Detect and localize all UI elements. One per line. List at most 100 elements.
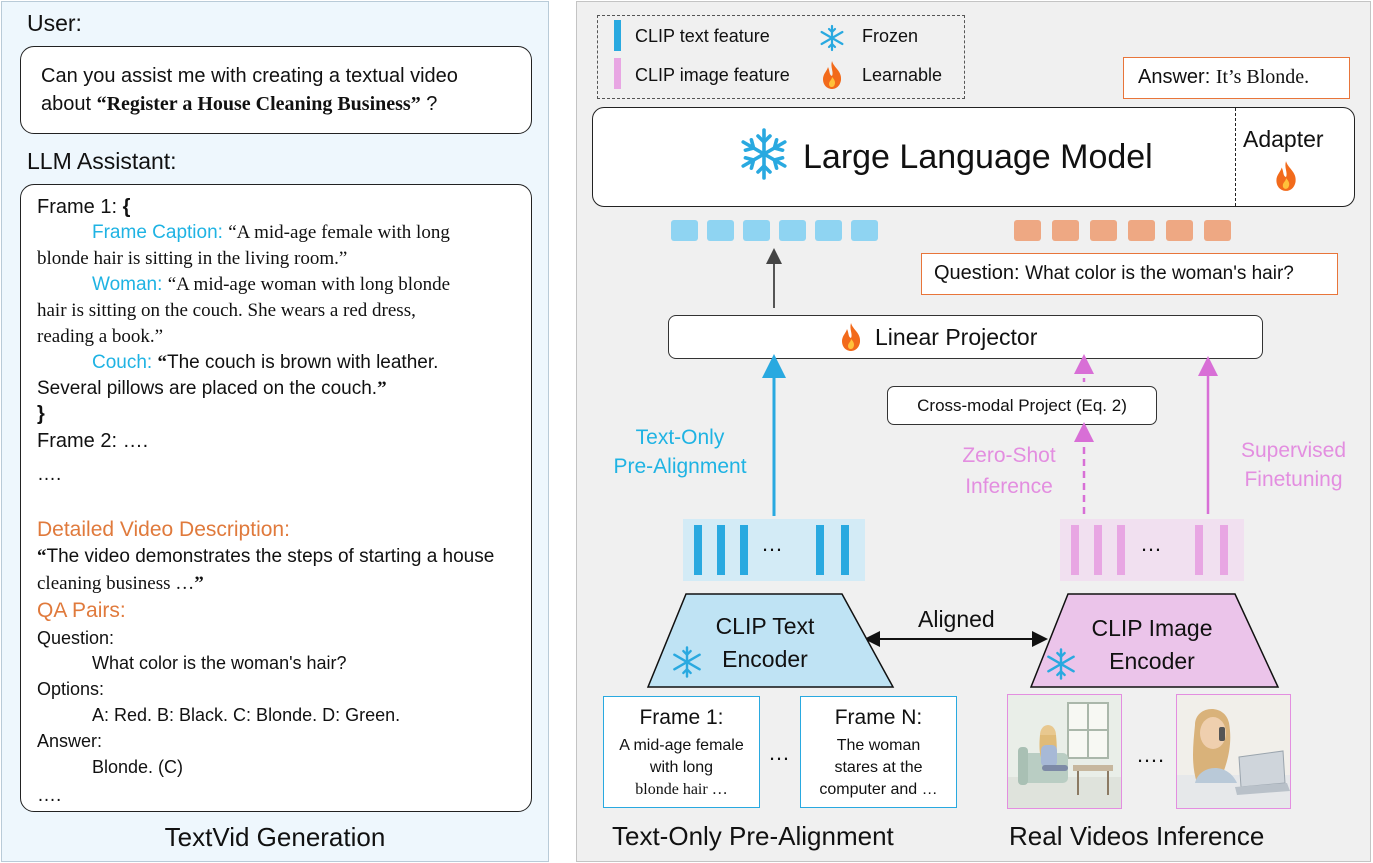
video-frame-1-image	[1007, 694, 1122, 809]
real-videos-footer: Real Videos Inference	[1009, 821, 1265, 851]
frame1-header: Frame 1: {	[37, 196, 131, 218]
assistant-label: LLM Assistant:	[27, 148, 177, 174]
text-token	[851, 220, 878, 241]
frames-ellipsis: …	[768, 740, 790, 765]
woman-line3: reading a book.”	[37, 326, 164, 347]
flame-icon	[1276, 161, 1296, 191]
text-token	[779, 220, 806, 241]
question-token	[1090, 220, 1117, 241]
left-footer-title: TextVid Generation	[164, 822, 386, 852]
image-feature-swatch	[614, 58, 621, 89]
clip-image-feature-strip: …	[1060, 519, 1244, 581]
textvid-generation-panel: User: Can you assist me with creating a …	[1, 1, 549, 862]
image-feature-bar	[1195, 525, 1203, 575]
image-feature-bar	[1117, 525, 1125, 575]
snowflake-icon	[673, 646, 701, 678]
text-feature-bar	[816, 525, 824, 575]
clip-image-encoder-shape	[1029, 593, 1280, 688]
adapter-divider	[1235, 108, 1236, 206]
text-feature-swatch	[614, 20, 621, 51]
woman-line1: Woman: “A mid-age woman with long blonde	[92, 274, 450, 295]
snowflake-icon	[741, 128, 787, 180]
text-feature-bar	[740, 525, 748, 575]
user-message-box: Can you assist me with creating a textua…	[20, 46, 532, 134]
ellipsis-line: ….	[37, 464, 62, 485]
user-message-line1: Can you assist me with creating a textua…	[41, 65, 458, 87]
options-label: Options:	[37, 679, 105, 699]
ellipsis-line-end: ….	[37, 785, 62, 806]
legend-frozen: Frozen	[862, 26, 919, 46]
question-box: Question: What color is the woman's hair…	[921, 253, 1338, 295]
linear-projector-box: Linear Projector	[668, 315, 1263, 359]
frame2-header: Frame 2: ….	[37, 430, 149, 452]
text-feature-bar	[694, 525, 702, 575]
clip-text-feature-strip: …	[683, 519, 865, 581]
cross-modal-label: Cross-modal Project (Eq. 2)	[917, 396, 1127, 415]
description-line1: “The video demonstrates the steps of sta…	[37, 546, 495, 567]
clip-text-encoder-shape	[646, 593, 895, 688]
couch-line1: Couch: “The couch is brown with leather.	[92, 352, 439, 373]
text-only-footer: Text-Only Pre-Alignment	[612, 821, 894, 851]
feature-ellipsis: …	[761, 531, 783, 556]
couch-line2: Several pillows are placed on the couch.…	[37, 378, 387, 399]
answer-text: Blonde. (C)	[92, 757, 184, 777]
living-room-illustration	[1008, 695, 1121, 808]
woman-laptop-illustration	[1177, 695, 1290, 808]
snowflake-icon	[820, 24, 844, 52]
question-label: Question:	[37, 628, 115, 648]
user-label: User:	[27, 10, 82, 36]
snowflake-icon	[1047, 648, 1075, 680]
question-text: What color is the woman's hair?	[92, 653, 347, 673]
text-token	[815, 220, 842, 241]
video-frame-n-image	[1176, 694, 1291, 809]
user-message-line2: about “Register a House Cleaning Busines…	[41, 93, 438, 115]
frame-caption-line2: blonde hair is sitting in the living roo…	[37, 248, 348, 269]
question-token	[1166, 220, 1193, 241]
images-ellipsis: ….	[1136, 742, 1165, 767]
legend-learnable: Learnable	[862, 65, 943, 85]
image-feature-bar	[1220, 525, 1228, 575]
legend-text-feature: CLIP text feature	[635, 26, 770, 46]
description-line2: cleaning business …”	[37, 573, 204, 594]
frame1-close-brace: }	[37, 403, 45, 425]
answer-output: Answer: It’s Blonde.	[1138, 66, 1310, 88]
detailed-description-label: Detailed Video Description:	[37, 518, 290, 541]
image-feature-bar	[1071, 525, 1079, 575]
text-token	[671, 220, 698, 241]
answer-label: Answer:	[37, 731, 103, 751]
large-language-model-box: Large Language Model Adapter	[592, 107, 1355, 207]
linear-projector-label: Linear Projector	[875, 324, 1038, 350]
flame-icon	[842, 323, 861, 351]
cross-modal-project-box: Cross-modal Project (Eq. 2)	[887, 386, 1157, 425]
question-token	[1128, 220, 1155, 241]
text-feature-bar	[717, 525, 725, 575]
text-token	[743, 220, 770, 241]
aligned-label: Aligned	[918, 606, 995, 632]
flame-icon	[823, 61, 842, 89]
legend-image-feature: CLIP image feature	[635, 65, 790, 85]
question-token	[1204, 220, 1231, 241]
frame-n-title: Frame N:	[834, 706, 923, 729]
text-token	[707, 220, 734, 241]
adapter-label: Adapter	[1243, 126, 1324, 152]
llm-title: Large Language Model	[803, 138, 1153, 176]
legend: CLIP text feature CLIP image feature Fro…	[597, 15, 965, 99]
frame-1-title: Frame 1:	[639, 706, 724, 729]
question-token	[1052, 220, 1079, 241]
assistant-message-box	[20, 184, 532, 812]
text-feature-bar	[841, 525, 849, 575]
qa-pairs-label: QA Pairs:	[37, 599, 126, 622]
feature-ellipsis: …	[1140, 531, 1162, 556]
answer-box: Answer: It’s Blonde.	[1123, 57, 1350, 99]
options-text: A: Red. B: Black. C: Blonde. D: Green.	[92, 705, 401, 725]
image-feature-bar	[1094, 525, 1102, 575]
